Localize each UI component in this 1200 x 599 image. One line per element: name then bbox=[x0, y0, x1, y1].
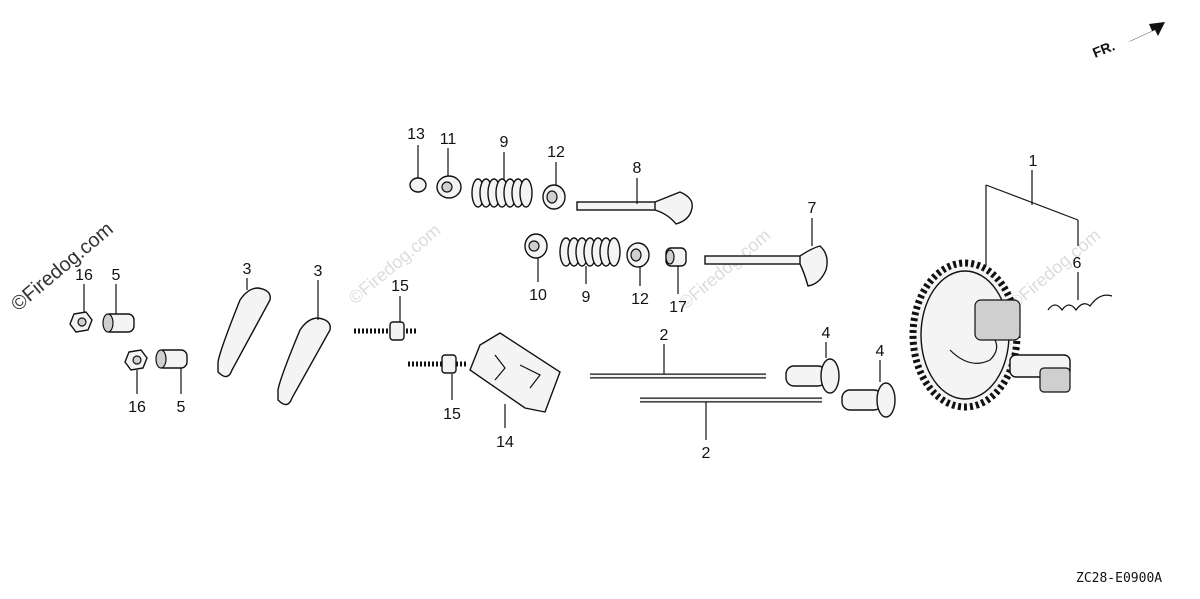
label-part-2: 2 bbox=[702, 445, 711, 462]
label-part-10: 10 bbox=[529, 287, 547, 304]
part-5-pivot bbox=[102, 313, 135, 333]
label-part-17: 17 bbox=[669, 299, 687, 316]
label-part-9: 9 bbox=[582, 289, 591, 306]
label-part-12: 12 bbox=[631, 291, 649, 308]
label-part-1: 1 bbox=[1029, 153, 1038, 170]
part-1-camshaft bbox=[909, 259, 1071, 411]
label-part-5: 5 bbox=[112, 267, 121, 284]
part-8-exhaust-valve bbox=[576, 191, 693, 225]
label-part-4: 4 bbox=[822, 325, 831, 342]
part-15-stud bbox=[408, 354, 466, 374]
label-part-3: 3 bbox=[243, 261, 252, 278]
part-number-labels: 1 6 7 8 12 9 11 13 10 9 12 17 15 15 14 2… bbox=[75, 126, 1081, 462]
watermark: ©Firedog.com bbox=[675, 225, 775, 313]
part-13-valve-cap bbox=[409, 177, 427, 193]
watermark: ©Firedog.com bbox=[1005, 225, 1105, 313]
part-5-pivot bbox=[155, 349, 188, 369]
part-4-tappet bbox=[785, 358, 840, 394]
part-9-valve-spring bbox=[471, 178, 533, 208]
part-3-rocker-arm bbox=[277, 317, 331, 406]
label-part-3: 3 bbox=[314, 263, 323, 280]
direction-label: FR. bbox=[1090, 37, 1117, 60]
label-part-11: 11 bbox=[440, 131, 457, 148]
label-part-5: 5 bbox=[177, 399, 186, 416]
label-part-15: 15 bbox=[443, 406, 461, 423]
part-11-retainer bbox=[436, 175, 462, 199]
label-part-13: 13 bbox=[407, 126, 425, 143]
label-part-4: 4 bbox=[876, 343, 885, 360]
part-10-retainer bbox=[524, 233, 548, 259]
arrow-icon bbox=[1128, 22, 1165, 42]
front-direction-indicator: FR. bbox=[1090, 22, 1165, 61]
part-4-tappet bbox=[841, 382, 896, 418]
label-part-15: 15 bbox=[391, 278, 409, 295]
diagram-code: ZC28-E0900A bbox=[1076, 571, 1162, 586]
part-12-seal bbox=[542, 184, 566, 210]
part-12-seal bbox=[626, 242, 650, 268]
part-14-guide-plate bbox=[469, 332, 561, 413]
part-3-rocker-arm bbox=[217, 287, 271, 378]
label-part-16: 16 bbox=[128, 399, 146, 416]
label-part-2: 2 bbox=[660, 327, 669, 344]
part-16-nut bbox=[69, 311, 93, 333]
part-9-valve-spring bbox=[559, 237, 621, 267]
label-part-12: 12 bbox=[547, 144, 565, 161]
part-6-spring bbox=[1047, 294, 1113, 312]
label-part-8: 8 bbox=[633, 160, 642, 177]
part-15-stud bbox=[354, 321, 418, 341]
part-17-collar bbox=[665, 247, 687, 267]
leader-lines bbox=[83, 145, 1079, 440]
label-part-7: 7 bbox=[808, 200, 817, 217]
label-part-16: 16 bbox=[75, 267, 93, 284]
part-7-intake-valve bbox=[704, 245, 828, 287]
label-part-6: 6 bbox=[1073, 255, 1082, 272]
label-part-14: 14 bbox=[496, 434, 514, 451]
part-16-nut bbox=[124, 349, 148, 371]
watermark-main: ©Firedog.com bbox=[7, 218, 118, 316]
label-part-9: 9 bbox=[500, 134, 509, 151]
